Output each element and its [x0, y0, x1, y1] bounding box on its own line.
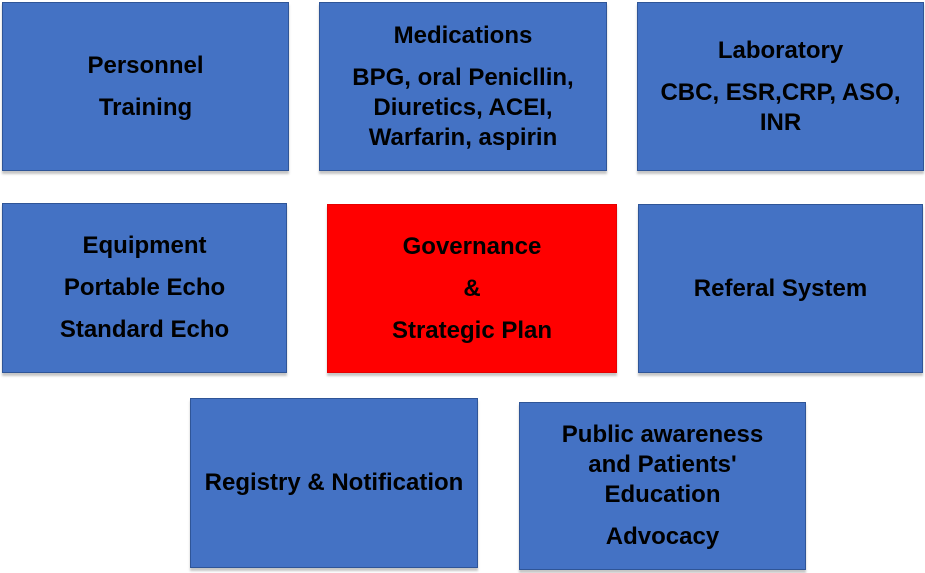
text-line: Referal System [693, 274, 868, 302]
box-registry-notification: Registry & Notification [190, 398, 478, 568]
text-line: CBC, ESR,CRP, ASO, [660, 78, 901, 106]
text-line: Medications [393, 21, 533, 49]
text-line: Advocacy [605, 523, 720, 550]
text-line: Personnel [87, 51, 204, 79]
text-line: Equipment [82, 232, 207, 259]
text-line: Laboratory [717, 36, 844, 64]
text-line: Diuretics, ACEI, [373, 93, 553, 121]
text-line: Training [98, 93, 193, 121]
box-personnel-training: Personnel Training [2, 2, 289, 171]
text-line: Warfarin, aspirin [368, 123, 558, 151]
text-line: INR [759, 108, 802, 136]
text-line: Registry & Notification [204, 469, 464, 496]
text-paragraph: BPG, oral Penicllin, Diuretics, ACEI, Wa… [352, 63, 573, 153]
text-line: Portable Echo [63, 274, 226, 301]
text-paragraph: CBC, ESR,CRP, ASO, INR [660, 78, 900, 138]
text-line: BPG, oral Penicllin, [352, 63, 574, 91]
text-line: Standard Echo [59, 316, 230, 343]
text-line: & [463, 274, 481, 302]
text-line: Governance [402, 232, 542, 260]
box-equipment: Equipment Portable Echo Standard Echo [2, 203, 287, 373]
box-referral-system: Referal System [638, 204, 923, 373]
box-public-awareness-advocacy: Public awareness and Patients' Education… [519, 402, 806, 570]
text-line: Public awareness [561, 421, 764, 448]
text-line: and Patients' [588, 451, 737, 478]
box-governance-strategic-plan: Governance & Strategic Plan [327, 204, 617, 373]
box-medications: Medications BPG, oral Penicllin, Diureti… [319, 2, 607, 171]
text-line: Strategic Plan [391, 316, 553, 344]
text-line: Education [604, 481, 721, 508]
box-laboratory: Laboratory CBC, ESR,CRP, ASO, INR [637, 2, 924, 171]
text-paragraph: Public awareness and Patients' Education [562, 420, 763, 510]
